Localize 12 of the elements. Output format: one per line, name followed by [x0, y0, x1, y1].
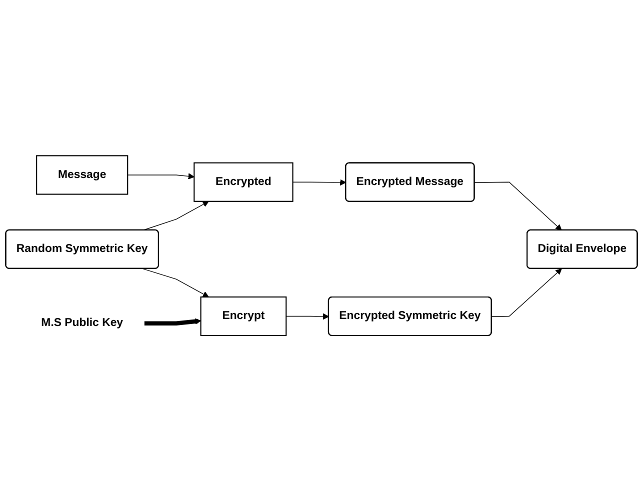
- arrow: [142, 201, 209, 231]
- node-text: M.S Public Key: [41, 317, 124, 330]
- arrow: [144, 318, 202, 326]
- arrow: [474, 182, 562, 231]
- arrow: [142, 268, 209, 298]
- arrow: [292, 180, 346, 186]
- arrow: [286, 314, 330, 320]
- node-box: Message: [36, 155, 128, 196]
- arrow: [127, 173, 194, 180]
- arrow: [491, 268, 562, 318]
- node-box: Encrypted: [194, 162, 294, 202]
- node-box: Encrypt: [200, 296, 287, 336]
